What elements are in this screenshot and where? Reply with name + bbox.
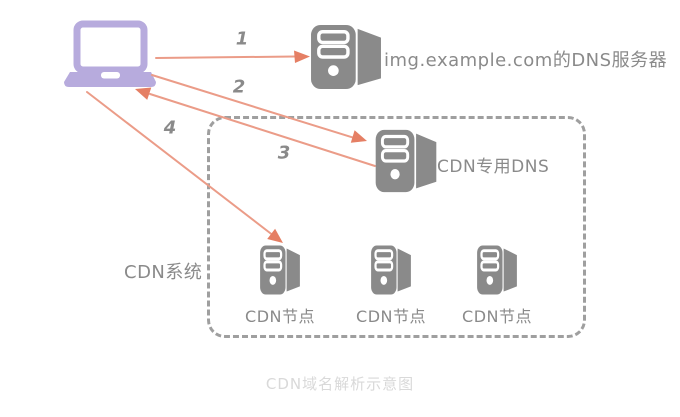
arrow-4-label: 4 xyxy=(163,117,177,139)
cdn-node-icon xyxy=(476,244,518,296)
arrow-3-head xyxy=(135,87,152,100)
arrow-1-line xyxy=(155,55,296,59)
arrow-4-line xyxy=(86,91,273,236)
diagram-caption: CDN域名解析示意图 xyxy=(265,375,415,393)
arrow-2-label: 2 xyxy=(232,76,246,98)
arrow-3-label: 3 xyxy=(277,142,291,164)
laptop-icon xyxy=(62,20,158,90)
cdn-dns-label: CDN专用DNS xyxy=(437,157,550,177)
cdn-dns-server-icon xyxy=(374,128,438,194)
cdn-node-label: CDN节点 xyxy=(245,307,315,326)
cdn-system-label: CDN系统 xyxy=(124,262,203,283)
arrow-4-head xyxy=(267,228,283,243)
arrow-1-label: 1 xyxy=(235,28,249,50)
cdn-node-label: CDN节点 xyxy=(462,307,532,326)
dns-server-icon xyxy=(309,23,383,91)
cdn-node-icon xyxy=(259,244,301,296)
arrow-1-head xyxy=(294,50,310,63)
dns-server-label: img.example.com的DNS服务器 xyxy=(384,50,668,71)
arrow-3-line xyxy=(149,93,376,167)
arrow-2-head xyxy=(350,130,367,143)
cdn-system-box xyxy=(207,116,586,338)
cdn-node-icon xyxy=(370,244,412,296)
cdn-node-label: CDN节点 xyxy=(356,307,426,326)
arrow-2-line xyxy=(151,74,354,139)
